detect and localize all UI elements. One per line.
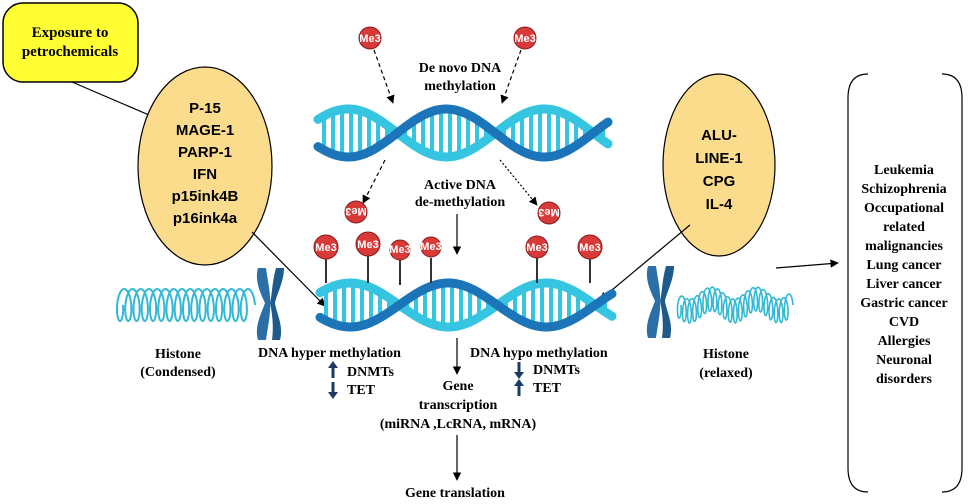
methyl-group-icon: Me3 xyxy=(358,26,382,50)
hypermethylated-genes-oval: P-15 MAGE-1 PARP-1 IFN p15ink4B p16ink4a xyxy=(137,66,273,266)
disease-panel: Leukemia Schizophrenia Occupational rela… xyxy=(847,73,963,493)
gene-label: IFN xyxy=(193,166,217,183)
gene-transcription-line2: transcription xyxy=(419,398,498,413)
svg-text:Me3: Me3 xyxy=(359,33,380,45)
disease-item: CVD xyxy=(889,315,919,330)
gene-transcription-line1: Gene xyxy=(442,379,473,394)
hypo-dnmts-label: DNMTs xyxy=(533,363,580,378)
left-oval-arrow xyxy=(251,231,326,307)
dna-helix-top xyxy=(313,104,613,162)
hyper-methylation-block: DNA hyper methylation DNMTs TET xyxy=(258,346,401,399)
histone-relaxed-label-line2: (relaxed) xyxy=(699,366,753,381)
demethylation-arrow-right xyxy=(499,159,538,206)
right-oval-arrow xyxy=(599,224,691,301)
svg-text:Me3: Me3 xyxy=(514,33,535,45)
active-demethylation-line1: Active DNA xyxy=(424,178,497,193)
svg-text:Me3: Me3 xyxy=(345,205,366,217)
svg-text:Me3: Me3 xyxy=(579,242,600,254)
gene-label: P-15 xyxy=(189,100,221,117)
gene-label: CPG xyxy=(703,173,736,190)
methyl-group-icon: Me3 xyxy=(344,200,368,224)
gene-label: MAGE-1 xyxy=(176,122,234,139)
disease-item: Lung cancer xyxy=(866,258,941,273)
chromosome-icon xyxy=(256,268,284,340)
histone-coil xyxy=(676,286,794,324)
methyl-group-icon: Me3 xyxy=(355,231,381,283)
gene-transcription-line3: (miRNA ,LcRNA, mRNA) xyxy=(380,417,537,432)
disease-item: Liver cancer xyxy=(866,277,942,292)
dna-strand xyxy=(315,278,617,332)
hyper-dnmts-label: DNMTs xyxy=(347,365,394,380)
chromosome-icon xyxy=(646,266,674,338)
histone-condensed-label-line2: (Condensed) xyxy=(140,365,216,380)
demethylation-arrow-left xyxy=(362,159,386,204)
disease-arrow xyxy=(775,259,839,269)
methyl-group-icon: Me3 xyxy=(537,201,561,225)
hypo-tet-label: TET xyxy=(533,381,562,396)
disease-item: related xyxy=(883,220,925,235)
de-novo-label-line1: De novo DNA xyxy=(419,61,502,76)
hypomethylated-genes-oval: ALU- LINE-1 CPG IL-4 xyxy=(662,73,776,257)
hyper-methylation-title: DNA hyper methylation xyxy=(258,346,401,361)
de-novo-arrow-left xyxy=(373,49,395,104)
methyl-group-icon: Me3 xyxy=(420,236,442,283)
up-arrow-icon xyxy=(328,361,338,378)
disease-item: Neuronal xyxy=(876,353,932,368)
de-novo-arrow-right xyxy=(500,49,522,104)
dna-helix-bottom xyxy=(315,278,617,332)
svg-text:Me3: Me3 xyxy=(357,239,378,251)
exposure-label-line2: petrochemicals xyxy=(22,44,119,60)
disease-item: Schizophrenia xyxy=(861,182,946,197)
histone-relaxed-coil-icon xyxy=(676,286,794,324)
gene-label: IL-4 xyxy=(706,196,733,213)
de-novo-label-line2: methylation xyxy=(424,79,496,94)
active-demethylation-line2: de-methylation xyxy=(415,195,505,210)
disease-item: malignancies xyxy=(865,239,943,254)
exposure-label-line1: Exposure to xyxy=(32,25,109,41)
exposure-box: Exposure to petrochemicals xyxy=(2,2,139,83)
dna-strand xyxy=(315,278,617,332)
disease-item: Leukemia xyxy=(874,163,934,178)
svg-text:Me3: Me3 xyxy=(389,244,410,256)
histone-condensed-label-line1: Histone xyxy=(155,347,201,362)
gene-label: ALU- xyxy=(701,127,737,144)
disease-item: Occupational xyxy=(864,201,944,216)
gene-translation-label: Gene translation xyxy=(405,486,505,501)
up-arrow-icon xyxy=(514,379,524,396)
disease-item: Allergies xyxy=(878,334,931,349)
disease-item: disorders xyxy=(876,372,933,387)
histone-condensed-coil-icon xyxy=(116,287,256,323)
histone-coil xyxy=(116,287,256,323)
methyl-group-icon: Me3 xyxy=(525,235,549,283)
exposure-arrow xyxy=(71,81,157,119)
gene-label: p16ink4a xyxy=(173,210,238,227)
down-arrow-icon xyxy=(328,382,338,399)
histone-relaxed-label-line1: Histone xyxy=(703,347,749,362)
gene-label: PARP-1 xyxy=(178,144,232,161)
gene-label: LINE-1 xyxy=(695,150,743,167)
methyl-group-icon: Me3 xyxy=(513,26,537,50)
down-arrow-icon xyxy=(514,362,524,379)
hyper-tet-label: TET xyxy=(347,383,376,398)
hypo-methylation-block: DNA hypo methylation DNMTs TET xyxy=(470,346,608,396)
svg-text:Me3: Me3 xyxy=(315,242,336,254)
svg-text:Me3: Me3 xyxy=(420,241,441,253)
svg-text:Me3: Me3 xyxy=(526,242,547,254)
svg-text:Me3: Me3 xyxy=(538,206,559,218)
hypo-methylation-title: DNA hypo methylation xyxy=(470,346,608,361)
gene-label: p15ink4B xyxy=(172,188,239,205)
methyl-group-icon: Me3 xyxy=(313,234,339,283)
dna-strand xyxy=(313,104,613,162)
methyl-group-icon: Me3 xyxy=(577,234,603,283)
dna-strand xyxy=(313,104,613,162)
disease-item: Gastric cancer xyxy=(860,296,947,311)
methyl-group-icon: Me3 xyxy=(389,239,411,285)
